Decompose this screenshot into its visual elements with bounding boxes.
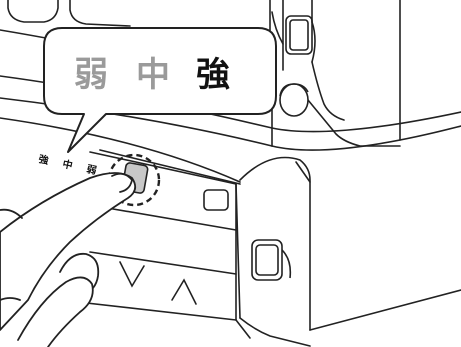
control-panel — [0, 117, 461, 347]
callout-bubble — [43, 27, 277, 153]
panel-label-weak: 弱 — [85, 163, 97, 177]
up-button[interactable] — [171, 278, 197, 305]
lower-right-button[interactable] — [251, 239, 292, 281]
chevron-down-icon — [119, 261, 145, 288]
panel-strength-labels: 強 中 弱 — [37, 152, 97, 177]
highlight-circle — [107, 153, 161, 207]
down-button[interactable] — [119, 261, 145, 288]
panel-label-medium: 中 — [61, 157, 73, 172]
callout-weak-label: 弱 — [74, 55, 108, 95]
strength-callout: 弱 中 強 — [43, 27, 277, 153]
panel-label-strong: 強 — [37, 152, 49, 167]
panel-small-button[interactable] — [203, 189, 229, 211]
chevron-up-icon — [171, 278, 197, 305]
callout-strong-label: 強 — [196, 55, 230, 95]
upper-knob[interactable] — [279, 83, 309, 117]
pointing-hand — [0, 172, 137, 347]
callout-medium-label: 中 — [136, 55, 170, 95]
